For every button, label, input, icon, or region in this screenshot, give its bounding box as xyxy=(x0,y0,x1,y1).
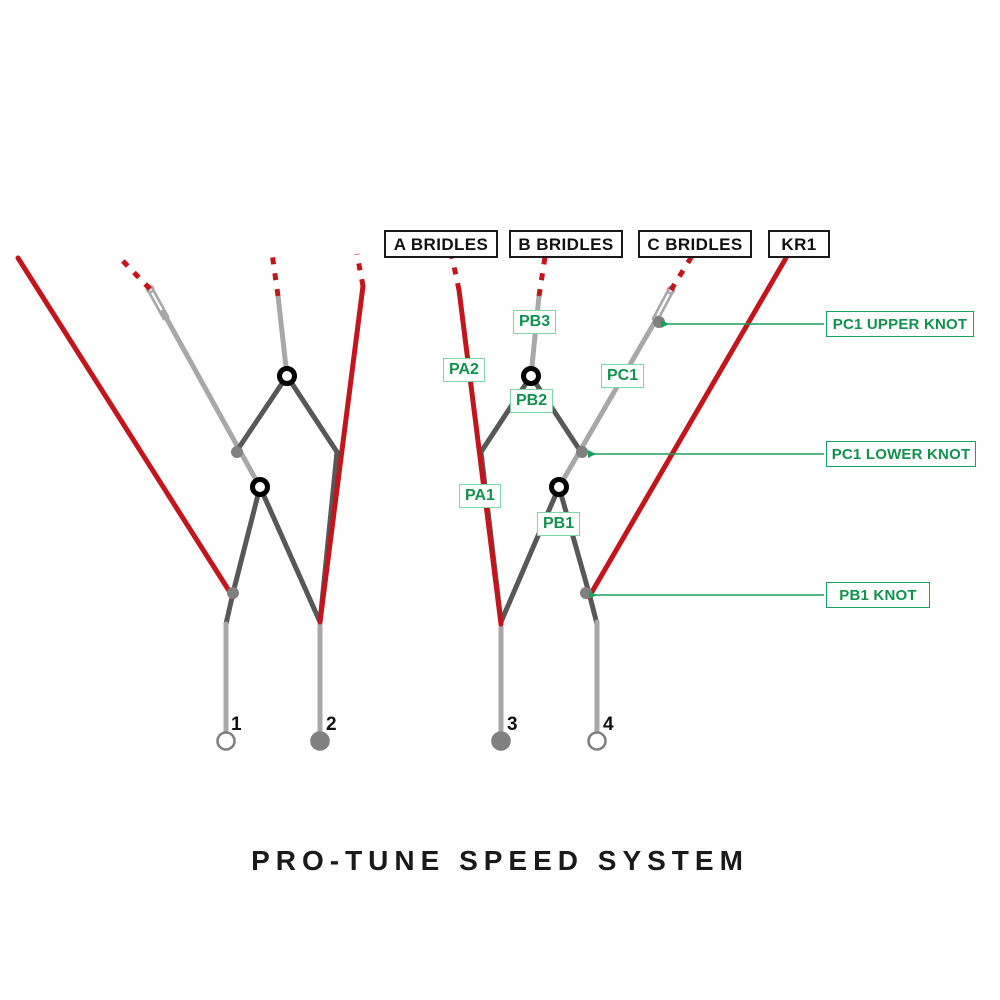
l-knot-upper xyxy=(277,366,297,386)
l-b3-line xyxy=(275,293,290,379)
line-label-pb1: PB1 xyxy=(537,512,581,536)
r-pa-line xyxy=(456,287,504,627)
l-kr1-left xyxy=(15,255,236,600)
header-label-kr1: KR1 xyxy=(768,230,830,258)
l-b-lower-left xyxy=(230,484,263,596)
line-label-pa2: PA2 xyxy=(443,358,485,382)
l-b-lower-right xyxy=(257,484,323,625)
line-label-pa1: PA1 xyxy=(459,484,501,508)
annotation-pc1-lower-knot: PC1 LOWER KNOT xyxy=(826,441,976,467)
annotation-leaders xyxy=(588,320,824,599)
l-c-line xyxy=(160,309,263,490)
attachment-point-label-2: 2 xyxy=(326,714,337,735)
header-label-a-bridles: A BRIDLES xyxy=(384,230,498,258)
l-pc1-loop xyxy=(146,286,170,321)
l-dash-b xyxy=(269,252,281,297)
right-bridle-group xyxy=(449,254,789,740)
r-dash-a xyxy=(449,256,462,291)
attachment-point-2 xyxy=(310,731,330,751)
l-pc1-lower-knot xyxy=(231,446,243,458)
r-pb1-knot xyxy=(580,587,592,599)
page-title: PRO-TUNE SPEED SYSTEM xyxy=(251,845,749,876)
attachment-point-1 xyxy=(216,731,236,751)
r-knot-upper xyxy=(521,366,541,386)
annotation-pb1-knot: PB1 KNOT xyxy=(826,582,930,608)
r-b-lower-right xyxy=(556,484,592,596)
attachment-point-label-1: 1 xyxy=(231,714,242,735)
r-dash-c xyxy=(668,254,695,292)
r-b3-line xyxy=(528,293,542,379)
r-b-upper-left xyxy=(478,373,534,455)
l-b-upper-right xyxy=(284,373,340,455)
annotation-pc1-upper-knot: PC1 UPPER KNOT xyxy=(826,311,974,337)
attachment-point-label-3: 3 xyxy=(507,714,518,735)
attachment-point-4 xyxy=(587,731,607,751)
line-label-pb3: PB3 xyxy=(513,310,557,334)
line-label-pc1: PC1 xyxy=(601,364,645,388)
r-pc1-lower-knot xyxy=(576,446,588,458)
header-label-b-bridles: B BRIDLES xyxy=(509,230,623,258)
r-pc1-upper-knot xyxy=(653,316,665,328)
l-b-upper-left xyxy=(233,373,290,455)
header-label-c-bridles: C BRIDLES xyxy=(638,230,752,258)
attachment-points xyxy=(216,731,607,751)
r-c-line xyxy=(556,315,660,490)
r-kr1 xyxy=(586,255,789,600)
l-dash-c xyxy=(118,256,152,291)
left-bridle-group xyxy=(15,252,366,740)
r-knot-lower xyxy=(549,477,569,497)
l-kr1-right xyxy=(317,283,366,625)
r-b-upper-right xyxy=(528,373,584,455)
attachment-point-3 xyxy=(491,731,511,751)
r-b-lower-left xyxy=(498,484,562,625)
r-dash-b xyxy=(536,256,548,297)
attachment-point-label-4: 4 xyxy=(603,714,614,735)
line-label-pb2: PB2 xyxy=(510,389,554,413)
l-dash-a xyxy=(354,253,366,287)
l-knot-lower xyxy=(250,477,270,497)
l-pb1-knot xyxy=(227,587,239,599)
